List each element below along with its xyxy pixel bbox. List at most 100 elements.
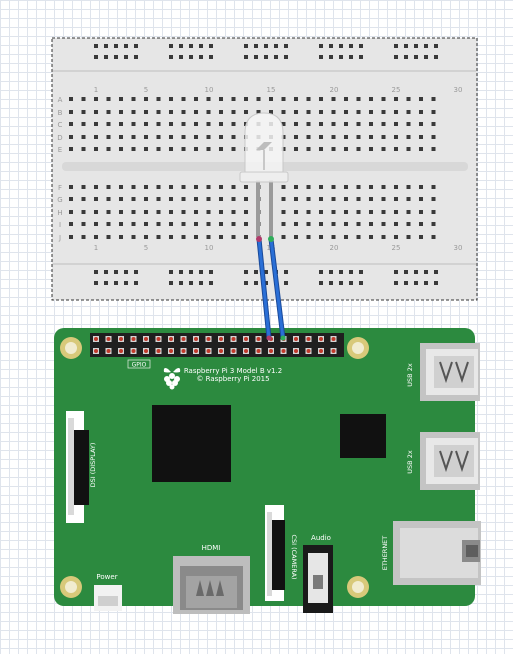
breadboard-hole [219, 97, 223, 101]
wires [256, 236, 286, 341]
rail-hole [199, 281, 203, 285]
breadboard-hole [169, 197, 173, 201]
rail-hole [179, 270, 183, 274]
rail-hole [319, 55, 323, 59]
mounting-hole [347, 576, 369, 598]
breadboard-hole [206, 222, 211, 226]
breadboard-hole [94, 210, 98, 214]
breadboard-hole [419, 147, 423, 151]
breadboard-hole [94, 235, 98, 239]
breadboard-hole [144, 147, 148, 151]
gpio-pin [131, 337, 136, 341]
breadboard-hole [369, 222, 373, 226]
rail-hole [114, 270, 118, 274]
breadboard-hole [306, 185, 311, 189]
breadboard-hole [69, 197, 73, 201]
column-numbers-top: 1 5 10 15 20 25 30 [94, 86, 463, 94]
breadboard-hole [344, 197, 348, 201]
csi-connector: CSI (CAMERA) [265, 505, 298, 601]
breadboard-hole [206, 147, 211, 151]
breadboard-hole [431, 122, 436, 126]
dsi-label: DSI (DISPLAY) [89, 443, 97, 488]
rail-hole [284, 44, 288, 48]
breadboard-hole [344, 97, 348, 101]
rail-hole [179, 55, 183, 59]
breadboard-hole [406, 197, 411, 201]
breadboard-hole [294, 197, 298, 201]
breadboard-hole [281, 210, 286, 214]
breadboard-hole [231, 235, 236, 239]
breadboard-hole [394, 97, 398, 101]
breadboard-hole [181, 97, 186, 101]
breadboard-hole [356, 185, 361, 189]
gpio-pin [144, 337, 148, 341]
breadboard-hole [344, 122, 348, 126]
breadboard-hole [406, 235, 411, 239]
breadboard-hole [94, 197, 98, 201]
breadboard-hole [131, 97, 136, 101]
breadboard-hole [319, 222, 323, 226]
breadboard-hole [406, 147, 411, 151]
row-letters: A B C D E F G H I J [57, 96, 62, 242]
breadboard-hole [231, 122, 236, 126]
rail-hole [94, 270, 98, 274]
breadboard-hole [244, 222, 248, 226]
breadboard-hole [131, 185, 136, 189]
breadboard-hole [181, 185, 186, 189]
breadboard-hole [306, 197, 311, 201]
breadboard-hole [381, 210, 386, 214]
rail-hole [394, 281, 398, 285]
breadboard-hole [206, 210, 211, 214]
rail-hole [424, 270, 428, 274]
rail-hole [424, 281, 428, 285]
rail-hole [349, 281, 353, 285]
rail-hole [349, 270, 353, 274]
audio-label: Audio [311, 534, 331, 542]
breadboard-hole [294, 210, 298, 214]
rail-hole [189, 270, 193, 274]
breadboard-hole [156, 222, 161, 226]
breadboard-hole [294, 222, 298, 226]
rail-hole [274, 44, 278, 48]
breadboard-hole [381, 97, 386, 101]
breadboard-hole [144, 122, 148, 126]
gpio-pin [181, 337, 186, 341]
breadboard-hole [294, 135, 298, 139]
rail-hole [134, 281, 138, 285]
breadboard-hole [231, 210, 236, 214]
breadboard-hole [356, 97, 361, 101]
rail-hole [404, 281, 408, 285]
breadboard-hole [281, 97, 286, 101]
breadboard-hole [119, 135, 123, 139]
breadboard-hole [419, 97, 423, 101]
gpio-pin [156, 337, 161, 341]
breadboard-hole [294, 147, 298, 151]
breadboard-hole [319, 122, 323, 126]
breadboard-hole [369, 185, 373, 189]
breadboard-hole [106, 197, 111, 201]
rail-hole [94, 44, 98, 48]
breadboard-hole [294, 97, 298, 101]
gpio-pin [181, 349, 186, 353]
breadboard-hole [194, 235, 198, 239]
breadboard-hole [369, 110, 373, 114]
mounting-hole [60, 576, 82, 598]
soc-chip [152, 405, 231, 482]
breadboard-hole [381, 222, 386, 226]
breadboard-hole [94, 135, 98, 139]
rail-hole [94, 55, 98, 59]
breadboard-hole [319, 235, 323, 239]
breadboard-hole [106, 210, 111, 214]
breadboard-hole [169, 135, 173, 139]
breadboard-hole [106, 147, 111, 151]
breadboard-hole [381, 235, 386, 239]
col-label: 30 [454, 86, 463, 94]
rail-hole [284, 55, 288, 59]
wire-end [268, 236, 274, 242]
breadboard-hole [419, 185, 423, 189]
col-label: 5 [144, 86, 148, 94]
mounting-holes [60, 337, 369, 598]
breadboard-hole [319, 110, 323, 114]
breadboard-hole [144, 110, 148, 114]
breadboard-hole [219, 222, 223, 226]
